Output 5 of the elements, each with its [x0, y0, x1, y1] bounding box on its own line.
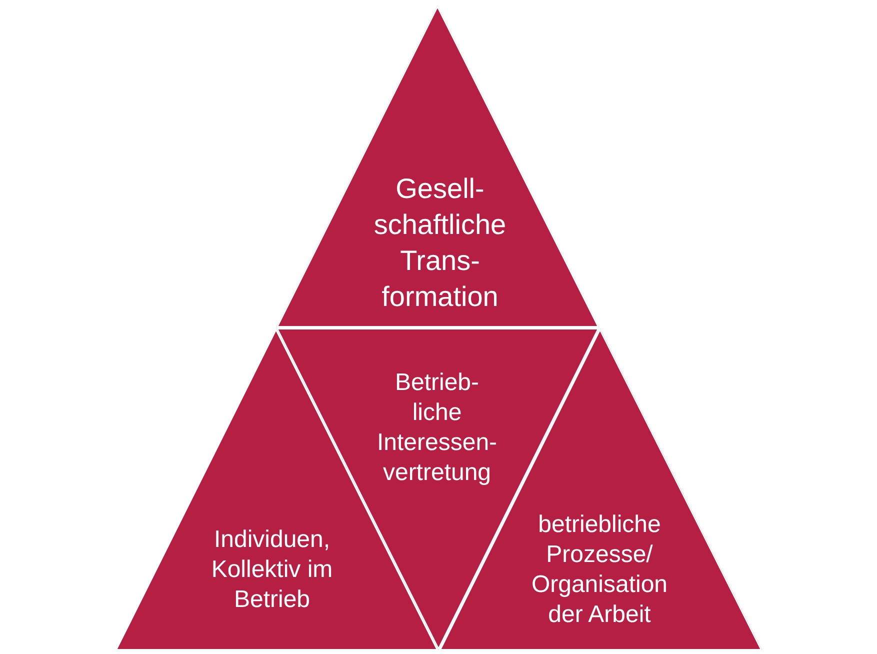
pyramid-segment: [276, 5, 600, 328]
segment-label: Gesell- schaftliche Trans- formation: [372, 172, 508, 314]
segment-label: betriebliche Prozesse/ Organisation der Arbeit: [530, 510, 669, 630]
segment-label: Betrieb- liche Interessen- vertretung: [376, 368, 498, 488]
segment-label: Individuen, Kollektiv im Betrieb: [210, 524, 334, 614]
